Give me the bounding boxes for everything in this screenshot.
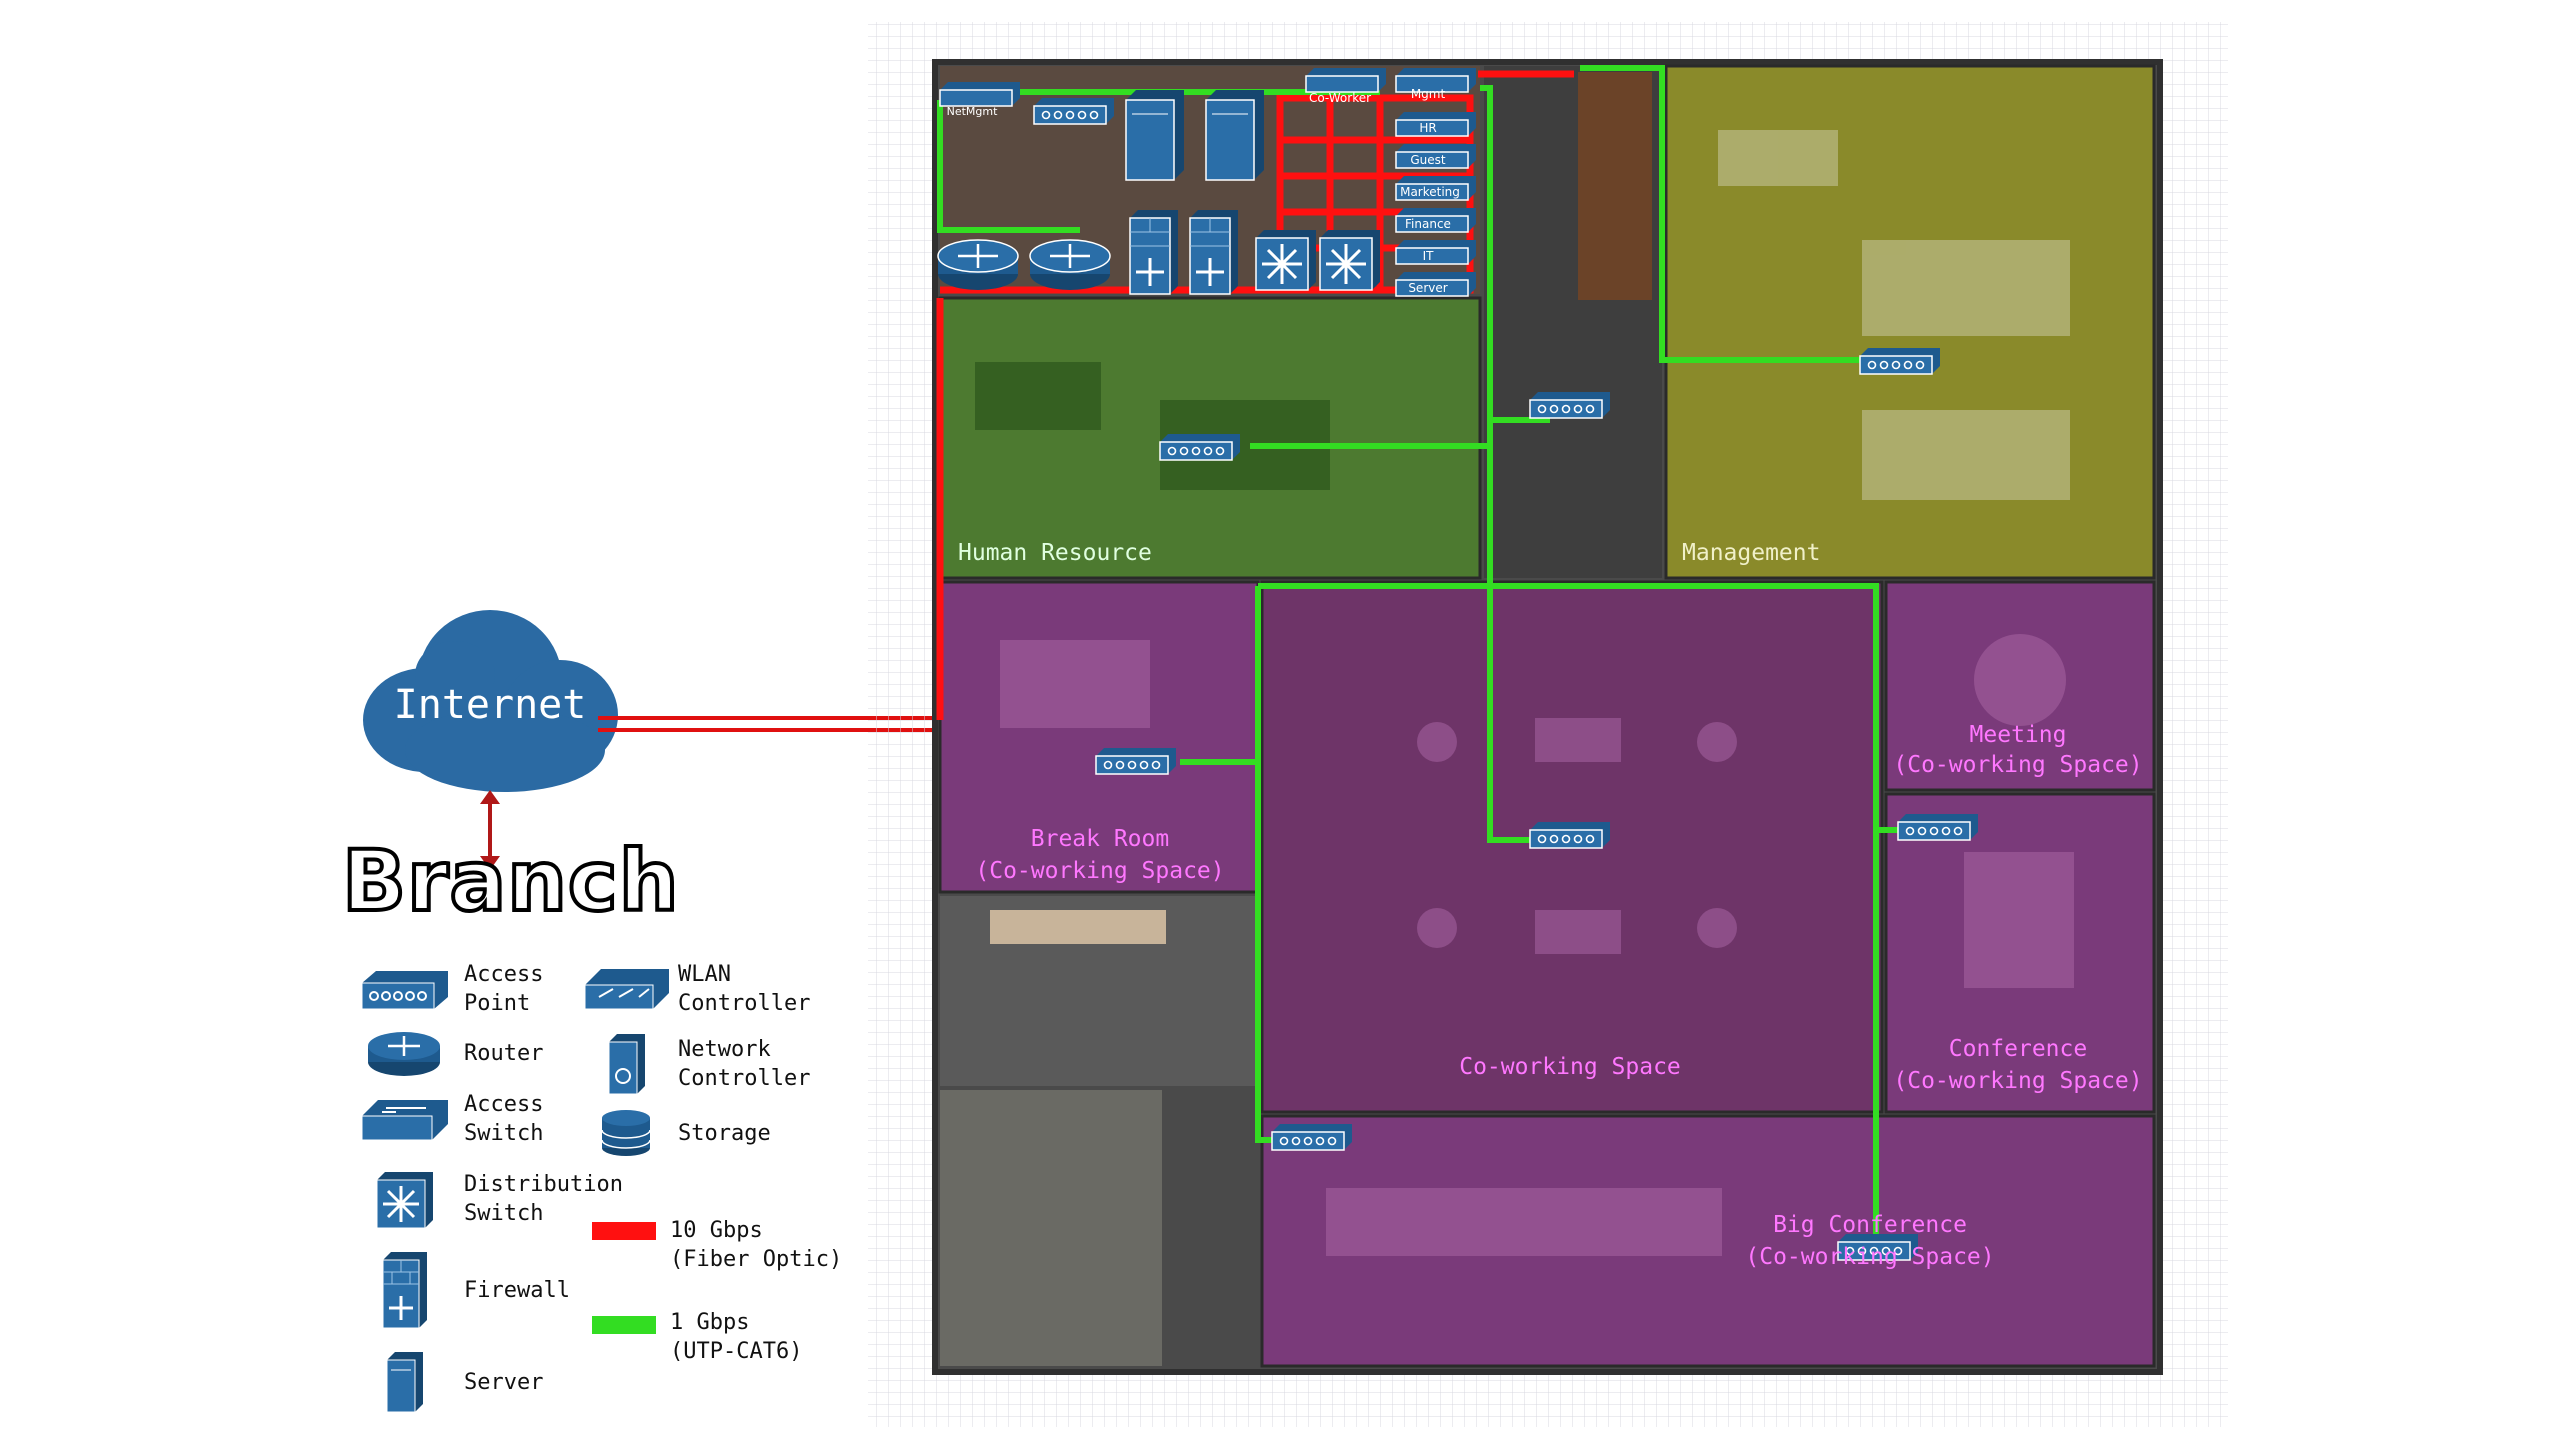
router-icon — [936, 238, 1020, 292]
access-point-icon — [1271, 1123, 1353, 1151]
legend-label: Access Point — [464, 962, 544, 1016]
legend-label: Network Controller — [678, 1037, 811, 1091]
legend-label: Router — [464, 1040, 544, 1066]
vlan-switch-stack: Co-Worker Mgmt HR Guest Marketing Financ… — [1305, 67, 1477, 297]
utp-swatch — [592, 1316, 656, 1334]
vlan-label: Finance — [1405, 217, 1451, 231]
room-label-coworking: Co-working Space — [1459, 1054, 1681, 1080]
legend-label: Storage — [678, 1120, 771, 1146]
firewall-icon — [1128, 208, 1180, 296]
room-label-management: Management — [1682, 540, 1820, 566]
legend-access-switch: Access Switch — [356, 1090, 543, 1148]
room-label-meeting-sub: (Co-working Space) — [1893, 752, 2142, 778]
utp-legend-label: 1 Gbps (UTP-CAT6) — [670, 1310, 803, 1364]
firewall-icon — [356, 1250, 452, 1330]
branch-title: Branch — [340, 830, 681, 932]
room-label-meeting: Meeting — [1970, 722, 2067, 748]
wlan-controller-icon — [578, 965, 674, 1013]
legend-label: Firewall — [464, 1277, 570, 1303]
legend-label: WLAN Controller — [678, 962, 811, 1016]
legend-firewall: Firewall — [356, 1250, 570, 1330]
cloud-icon — [363, 610, 618, 792]
access-point-icon — [1159, 433, 1241, 461]
distribution-switch-icon — [1254, 228, 1318, 292]
legend-wlan-controller: WLAN Controller — [578, 960, 810, 1018]
room-label-conference-sub: (Co-working Space) — [1893, 1068, 2142, 1094]
firewall-icon — [1188, 208, 1240, 296]
vlan-label: Co-Worker — [1309, 91, 1371, 105]
access-point-icon — [1897, 813, 1979, 841]
distribution-switch-icon — [1318, 228, 1382, 292]
legend-distribution-switch: Distribution Switch — [356, 1166, 623, 1232]
router-icon — [356, 1028, 452, 1078]
legend-network-controller: Network Controller — [578, 1032, 810, 1096]
fiber-legend-label: 10 Gbps (Fiber Optic) — [670, 1218, 843, 1272]
room-label-big-conference: Big Conference — [1773, 1212, 1967, 1238]
distribution-switch-icon — [356, 1166, 452, 1232]
floor-plan: NetMgmt Co-Worker Mgmt HR Guest Marketin… — [868, 22, 2228, 1427]
access-point-icon — [1529, 391, 1611, 419]
room-label-big-conference-sub: (Co-working Space) — [1745, 1244, 1994, 1270]
internet-branch-arrow — [480, 790, 500, 870]
vlan-label: Marketing — [1400, 185, 1460, 199]
network-controller-icon — [578, 1032, 674, 1096]
access-switch-icon — [356, 1094, 452, 1144]
legend-access-point: Access Point — [356, 960, 543, 1018]
vlan-label: IT — [1423, 249, 1435, 263]
netmgmt-switch — [939, 81, 1021, 107]
access-switch-icon — [1033, 97, 1115, 125]
legend-label: Server — [464, 1369, 544, 1395]
room-label-conference: Conference — [1949, 1036, 2087, 1062]
legend-label: Distribution Switch — [464, 1172, 623, 1226]
legend-server: Server — [356, 1350, 543, 1414]
legend-label: Access Switch — [464, 1092, 544, 1146]
vlan-label: HR — [1419, 121, 1436, 135]
access-point-icon — [1095, 747, 1177, 775]
storage-icon — [578, 1108, 674, 1158]
internet-label: Internet — [393, 682, 587, 728]
server-icon — [1205, 89, 1265, 181]
access-point-icon — [356, 965, 452, 1013]
room-label-break-room-sub: (Co-working Space) — [975, 858, 1224, 884]
access-point-icon — [1859, 347, 1941, 375]
access-point-icon — [1529, 821, 1611, 849]
router-icon — [1028, 238, 1112, 292]
vlan-label: Mgmt — [1411, 87, 1446, 101]
fiber-swatch — [592, 1222, 656, 1240]
room-label-break-room: Break Room — [1031, 826, 1169, 852]
network-controller-icon — [1125, 89, 1185, 181]
legend-storage: Storage — [578, 1108, 771, 1158]
vlan-label: Server — [1408, 281, 1447, 295]
internet-cloud: Internet — [355, 600, 625, 800]
netmgmt-label: NetMgmt — [947, 105, 998, 118]
room-label-human-resource: Human Resource — [958, 540, 1152, 566]
legend-router: Router — [356, 1028, 543, 1078]
vlan-label: Guest — [1410, 153, 1446, 167]
server-icon — [356, 1350, 452, 1414]
